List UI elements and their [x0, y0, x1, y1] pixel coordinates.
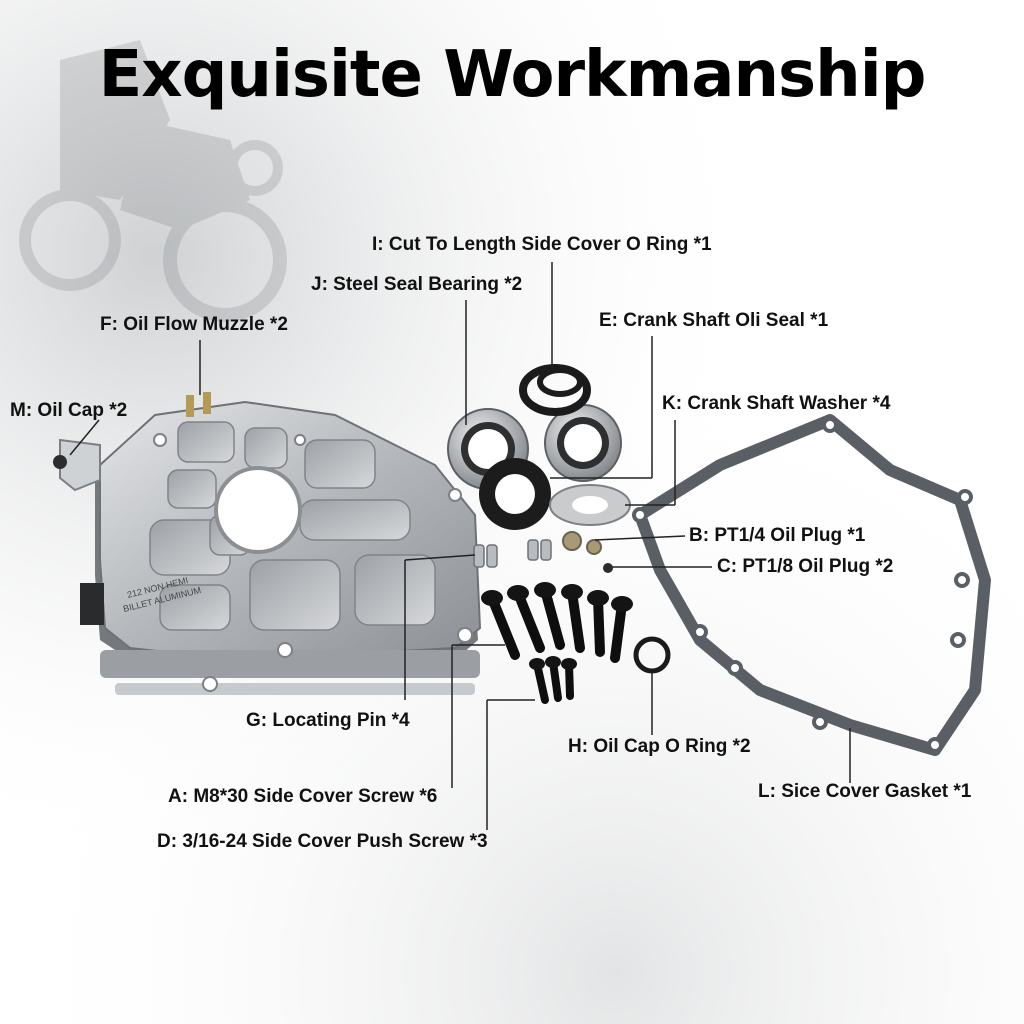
locating-pins — [473, 539, 552, 568]
oil-cap — [53, 438, 101, 492]
side-cover-screws — [487, 585, 627, 704]
motorcycle-silhouette — [19, 40, 287, 322]
label-e-oil-seal: E: Crank Shaft Oli Seal *1 — [599, 310, 829, 331]
label-m-oil-cap: M: Oil Cap *2 — [10, 400, 128, 421]
label-c-plug: C: PT1/8 Oil Plug *2 — [717, 556, 894, 577]
crank-shaft-oil-seal — [479, 458, 551, 530]
crank-shaft-washer — [549, 484, 631, 526]
label-d-push-screw: D: 3/16-24 Side Cover Push Screw *3 — [157, 831, 488, 852]
leader-lines — [69, 262, 851, 830]
label-f-muzzle: F: Oil Flow Muzzle *2 — [100, 314, 288, 335]
oil-cap-o-ring — [633, 636, 671, 674]
label-b-plug: B: PT1/4 Oil Plug *1 — [689, 525, 866, 546]
crank-bore — [214, 466, 302, 554]
side-cover-tab — [80, 583, 104, 625]
oil-plugs — [562, 531, 613, 573]
label-a-screw: A: M8*30 Side Cover Screw *6 — [168, 786, 438, 807]
side-cover-gasket — [632, 414, 991, 756]
oil-flow-muzzle — [186, 392, 211, 417]
label-k-washer: K: Crank Shaft Washer *4 — [662, 393, 891, 414]
label-g-pin: G: Locating Pin *4 — [246, 710, 410, 731]
label-i-o-ring: I: Cut To Length Side Cover O Ring *1 — [372, 234, 712, 255]
page-title: Exquisite Workmanship — [98, 38, 927, 112]
bolt-holes — [153, 433, 473, 692]
label-l-gasket: L: Sice Cover Gasket *1 — [758, 781, 972, 802]
label-h-o-ring: H: Oil Cap O Ring *2 — [568, 736, 751, 757]
side-cover-flange — [100, 650, 480, 678]
screw-heads — [481, 582, 633, 670]
label-j-bearing: J: Steel Seal Bearing *2 — [311, 274, 523, 295]
side-cover-o-ring — [519, 364, 591, 416]
side-cover: 212 NON HEMI BILLET ALUMINUM — [80, 400, 482, 695]
